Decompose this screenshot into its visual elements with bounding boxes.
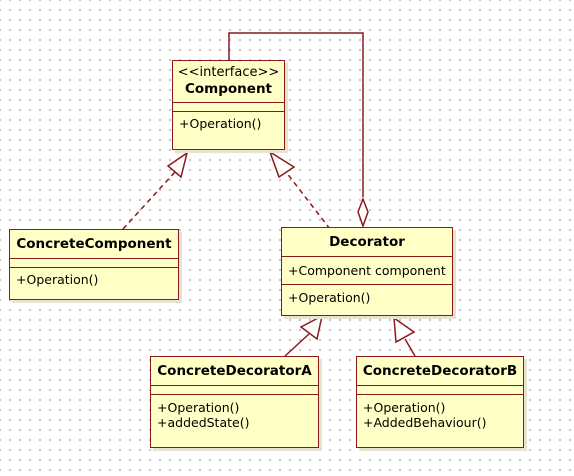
- class-concrete-decorator-b-name-section: ConcreteDecoratorB: [357, 357, 523, 386]
- operations-compartment: +Operation(): [173, 112, 284, 135]
- stereotype-label: <<interface>>: [177, 65, 280, 80]
- realization-arrowhead-concrete-component: [166, 151, 189, 179]
- class-component[interactable]: <<interface>> Component +Operation(): [172, 60, 285, 150]
- operation: +addedState(): [157, 415, 250, 430]
- realization-line-concrete-component[interactable]: [122, 171, 176, 230]
- realization-arrowhead-decorator: [268, 150, 296, 179]
- generalization-line-decorator-a[interactable]: [284, 333, 310, 357]
- operations-compartment: +Operation(): [10, 268, 178, 291]
- class-decorator[interactable]: Decorator +Component component +Operatio…: [281, 227, 453, 316]
- realization-line-decorator[interactable]: [285, 171, 331, 230]
- class-concrete-component[interactable]: ConcreteComponent +Operation(): [9, 229, 179, 300]
- class-concrete-component-name-section: ConcreteComponent: [10, 230, 178, 259]
- generalization-arrowhead-decorator-a: [299, 314, 324, 341]
- aggregation-diamond: [357, 196, 369, 229]
- attributes-compartment: [357, 386, 523, 395]
- operation: +Operation(): [288, 290, 371, 305]
- attributes-compartment: [151, 386, 318, 395]
- attribute: +Component component: [288, 263, 446, 278]
- attributes-compartment: +Component component: [282, 257, 452, 285]
- operations-compartment: +Operation() +addedState(): [151, 395, 318, 435]
- class-decorator-name-section: Decorator: [282, 228, 452, 257]
- attributes-compartment: [10, 259, 178, 268]
- aggregation-line[interactable]: [228, 32, 364, 197]
- generalization-line-decorator-b[interactable]: [404, 338, 416, 357]
- operation: +Operation(): [157, 400, 240, 415]
- operations-compartment: +Operation() +AddedBehaviour(): [357, 395, 523, 435]
- class-name: ConcreteDecoratorA: [157, 363, 312, 379]
- class-name: Decorator: [329, 234, 405, 250]
- class-name: Component: [184, 81, 273, 97]
- class-concrete-decorator-b[interactable]: ConcreteDecoratorB +Operation() +AddedBe…: [356, 356, 524, 448]
- class-name: ConcreteComponent: [16, 236, 172, 252]
- class-concrete-decorator-a-name-section: ConcreteDecoratorA: [151, 357, 318, 386]
- attributes-compartment: [173, 103, 284, 112]
- class-component-name-section: <<interface>> Component: [173, 61, 284, 103]
- operations-compartment: +Operation(): [282, 285, 452, 310]
- class-name: ConcreteDecoratorB: [362, 363, 518, 379]
- operation: +Operation(): [363, 400, 446, 415]
- generalization-arrowhead-decorator-b: [393, 316, 416, 344]
- operation: +AddedBehaviour(): [363, 415, 487, 430]
- class-concrete-decorator-a[interactable]: ConcreteDecoratorA +Operation() +addedSt…: [150, 356, 319, 448]
- operation: +Operation(): [179, 116, 262, 131]
- operation: +Operation(): [16, 272, 99, 287]
